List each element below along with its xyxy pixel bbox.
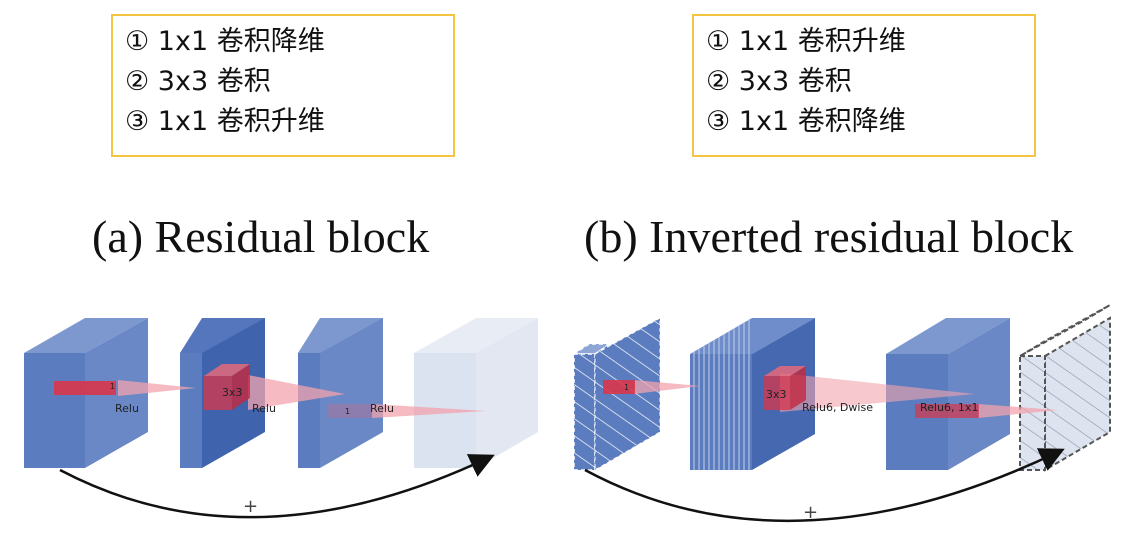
kernel-1x1: 1 — [603, 380, 635, 394]
skip-plus-label: + — [803, 502, 818, 523]
kernel-1x1: 1 — [54, 381, 116, 395]
skip-plus-label: + — [243, 496, 258, 517]
activation-label: Relu — [115, 402, 139, 415]
legend-item: ② 3x3 卷积 — [706, 66, 852, 97]
kernel-3x3: 3x3 — [204, 364, 250, 410]
skip-connection-arrow — [584, 448, 1065, 523]
activation-label: Relu6, Dwise — [802, 401, 873, 414]
kernel-label: 3x3 — [222, 386, 243, 399]
kernel-projection — [248, 375, 345, 410]
kernel-label: 1 — [110, 382, 115, 391]
legend-item: ② 3x3 卷积 — [125, 66, 271, 97]
legend-item: ③ 1x1 卷积降维 — [706, 106, 906, 137]
caption-inverted-residual-block: (b) Inverted residual block — [584, 211, 1074, 262]
legend-item: ③ 1x1 卷积升维 — [125, 106, 325, 137]
legend-item: ① 1x1 卷积降维 — [125, 26, 325, 57]
kernel-1x1-pointwise — [915, 404, 979, 418]
kernel-projection — [634, 380, 700, 394]
kernel-projection — [978, 404, 1058, 418]
kernel-1x1: 1 — [327, 404, 371, 418]
kernel-label: 3x3 — [766, 388, 787, 401]
legend-residual: ① 1x1 卷积降维 ② 3x3 卷积 ③ 1x1 卷积升维 — [111, 14, 455, 157]
kernel-label: 1 — [345, 407, 350, 416]
activation-label: Relu6, 1x1 — [920, 401, 978, 414]
feature-block-narrow-2 — [298, 318, 383, 468]
kernel-projection — [780, 373, 975, 412]
activation-label: Relu — [252, 402, 276, 415]
legend-item: ① 1x1 卷积升维 — [706, 26, 906, 57]
activation-label: Relu — [370, 402, 394, 415]
feature-block-output — [414, 318, 538, 468]
kernel-3x3: 3x3 — [764, 366, 806, 410]
skip-connection-arrow — [59, 454, 495, 519]
feature-block-input — [24, 318, 148, 468]
feature-block-output — [1019, 304, 1111, 472]
caption-residual-block: (a) Residual block — [92, 211, 430, 262]
kernel-projection — [372, 404, 486, 418]
inverted-residual-diagram: 1 3x3 Relu6, Dwise Relu6, 1x1 + — [571, 304, 1111, 523]
residual-diagram: 1 3x3 1 Relu Relu Relu + — [24, 318, 538, 519]
legend-inverted-residual: ① 1x1 卷积升维 ② 3x3 卷积 ③ 1x1 卷积降维 — [692, 14, 1036, 157]
kernel-label: 1 — [624, 383, 629, 392]
kernel-projection — [118, 380, 196, 396]
